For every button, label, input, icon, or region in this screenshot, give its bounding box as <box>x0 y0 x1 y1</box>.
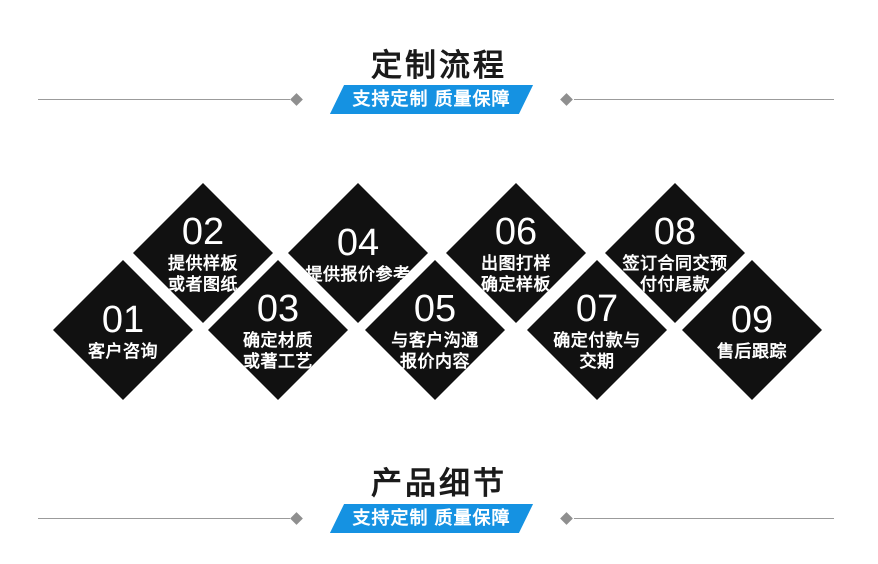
bottom-divider-line-right <box>574 518 834 519</box>
step-number: 04 <box>336 221 380 264</box>
step-number: 02 <box>181 211 225 253</box>
step-label: 签订合同交预付付尾款 <box>622 254 728 294</box>
step-label: 确定材质或著工艺 <box>243 331 313 371</box>
top-divider-line-left <box>38 99 290 100</box>
bottom-line-end-diamond-left <box>290 512 303 525</box>
bottom-banner-ribbon: 支持定制 质量保障 <box>329 504 534 533</box>
step-label: 售后跟踪 <box>717 341 787 361</box>
step-label: 提供报价参考 <box>305 264 411 284</box>
step-number: 09 <box>730 298 774 341</box>
bottom-line-end-diamond-right <box>560 512 573 525</box>
step-number: 08 <box>653 211 697 253</box>
bottom-section-title: 产品细节 <box>371 466 507 501</box>
step-label: 提供样板或者图纸 <box>168 254 238 294</box>
top-banner-text: 支持定制 质量保障 <box>352 89 511 109</box>
step-label: 出图打样确定样板 <box>481 254 551 294</box>
top-divider-line-right <box>574 99 834 100</box>
step-label: 客户咨询 <box>88 341 158 361</box>
step-label: 确定付款与交期 <box>553 331 641 371</box>
top-banner-ribbon: 支持定制 质量保障 <box>329 85 534 114</box>
top-line-end-diamond-left <box>290 93 303 106</box>
step-number: 01 <box>101 298 145 341</box>
step-number: 07 <box>575 288 619 330</box>
step-number: 06 <box>494 211 538 253</box>
top-line-end-diamond-right <box>560 93 573 106</box>
step-label: 与客户沟通报价内容 <box>391 331 479 371</box>
step-number: 03 <box>256 288 300 330</box>
bottom-banner-text: 支持定制 质量保障 <box>352 508 511 528</box>
top-section-title: 定制流程 <box>371 48 507 83</box>
bottom-divider-line-left <box>38 518 290 519</box>
step-number: 05 <box>413 288 457 330</box>
